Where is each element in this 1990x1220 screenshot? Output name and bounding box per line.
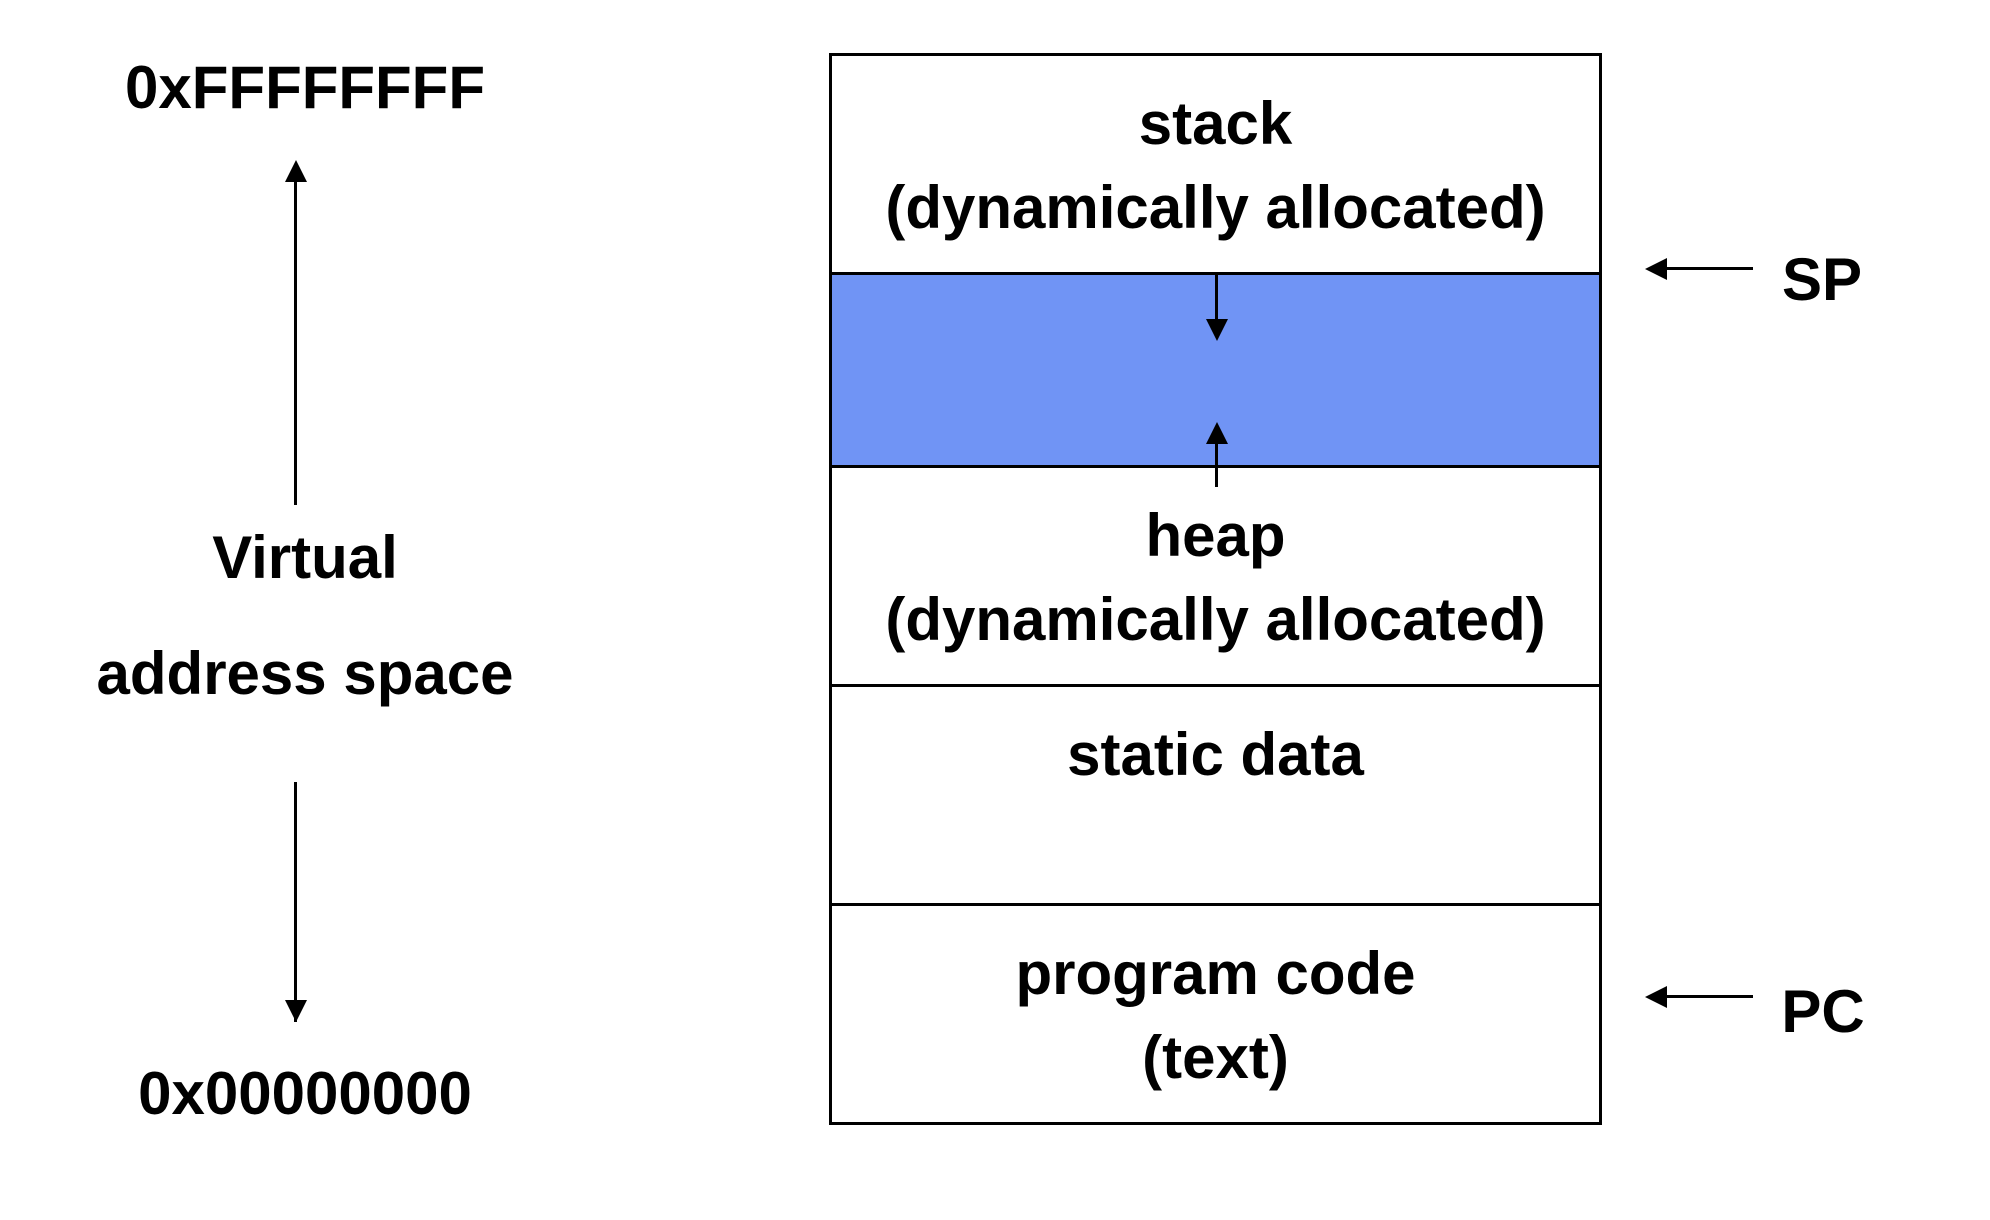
static-data-label: static data <box>1067 721 1364 788</box>
memory-layout: stack (dynamically allocated) heap (dyna… <box>829 53 1602 1125</box>
program-code-sublabel: (text) <box>1142 1024 1289 1091</box>
axis-label-address-space: address space <box>96 640 514 707</box>
pc-label: PC <box>1781 978 1865 1045</box>
program-code-segment: program code (text) <box>832 903 1599 1122</box>
stack-sublabel: (dynamically allocated) <box>885 174 1546 241</box>
pc-arrow-icon <box>1645 986 1667 1008</box>
bottom-address-label: 0x00000000 <box>138 1060 472 1127</box>
static-data-segment: static data <box>832 684 1599 903</box>
heap-growth-arrow-icon <box>1206 422 1228 444</box>
downward-axis-line <box>294 782 297 1022</box>
top-address-label: 0xFFFFFFFF <box>125 54 485 121</box>
sp-arrow-icon <box>1645 258 1667 280</box>
heap-label: heap <box>1145 502 1286 569</box>
upward-axis-line <box>294 178 297 505</box>
stack-segment: stack (dynamically allocated) <box>832 56 1599 272</box>
sp-arrow-line <box>1665 267 1753 270</box>
axis-label-virtual: Virtual <box>212 524 398 591</box>
pc-arrow-line <box>1665 995 1753 998</box>
stack-growth-line <box>1215 275 1218 323</box>
program-code-label: program code <box>1015 940 1416 1007</box>
heap-segment: heap (dynamically allocated) <box>832 465 1599 684</box>
stack-label: stack <box>1138 90 1293 157</box>
heap-growth-line <box>1215 440 1218 487</box>
sp-label: SP <box>1781 246 1863 313</box>
down-arrow-icon <box>285 1000 307 1022</box>
free-space-segment <box>832 272 1599 487</box>
heap-sublabel: (dynamically allocated) <box>885 586 1546 653</box>
stack-growth-arrow-icon <box>1206 319 1228 341</box>
up-arrow-icon <box>285 160 307 182</box>
